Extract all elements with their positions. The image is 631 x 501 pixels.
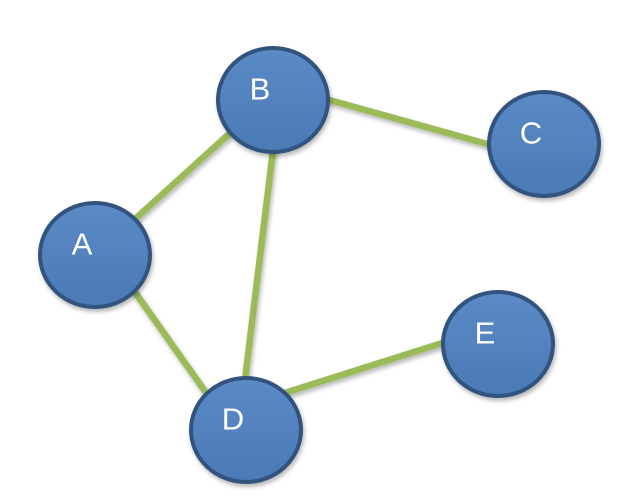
edge-D-E[interactable] xyxy=(271,334,459,401)
node-C-circle[interactable] xyxy=(487,90,601,198)
edge-A-B[interactable] xyxy=(121,120,244,232)
edge-A-D[interactable] xyxy=(122,276,217,406)
node-C[interactable]: C xyxy=(487,90,601,198)
node-D-circle[interactable] xyxy=(189,376,303,484)
node-B[interactable]: B xyxy=(216,46,330,154)
node-A-circle[interactable] xyxy=(38,201,152,309)
node-E-circle[interactable] xyxy=(441,290,555,398)
nodes-layer: AB C D E xyxy=(38,46,601,484)
node-D[interactable]: D xyxy=(189,376,303,484)
node-B-circle[interactable] xyxy=(216,46,330,154)
edges-layer xyxy=(121,92,499,406)
edge-B-C[interactable] xyxy=(314,92,499,151)
edge-B-D[interactable] xyxy=(239,133,279,397)
node-A[interactable]: A xyxy=(38,201,152,309)
node-E[interactable]: E xyxy=(441,290,555,398)
